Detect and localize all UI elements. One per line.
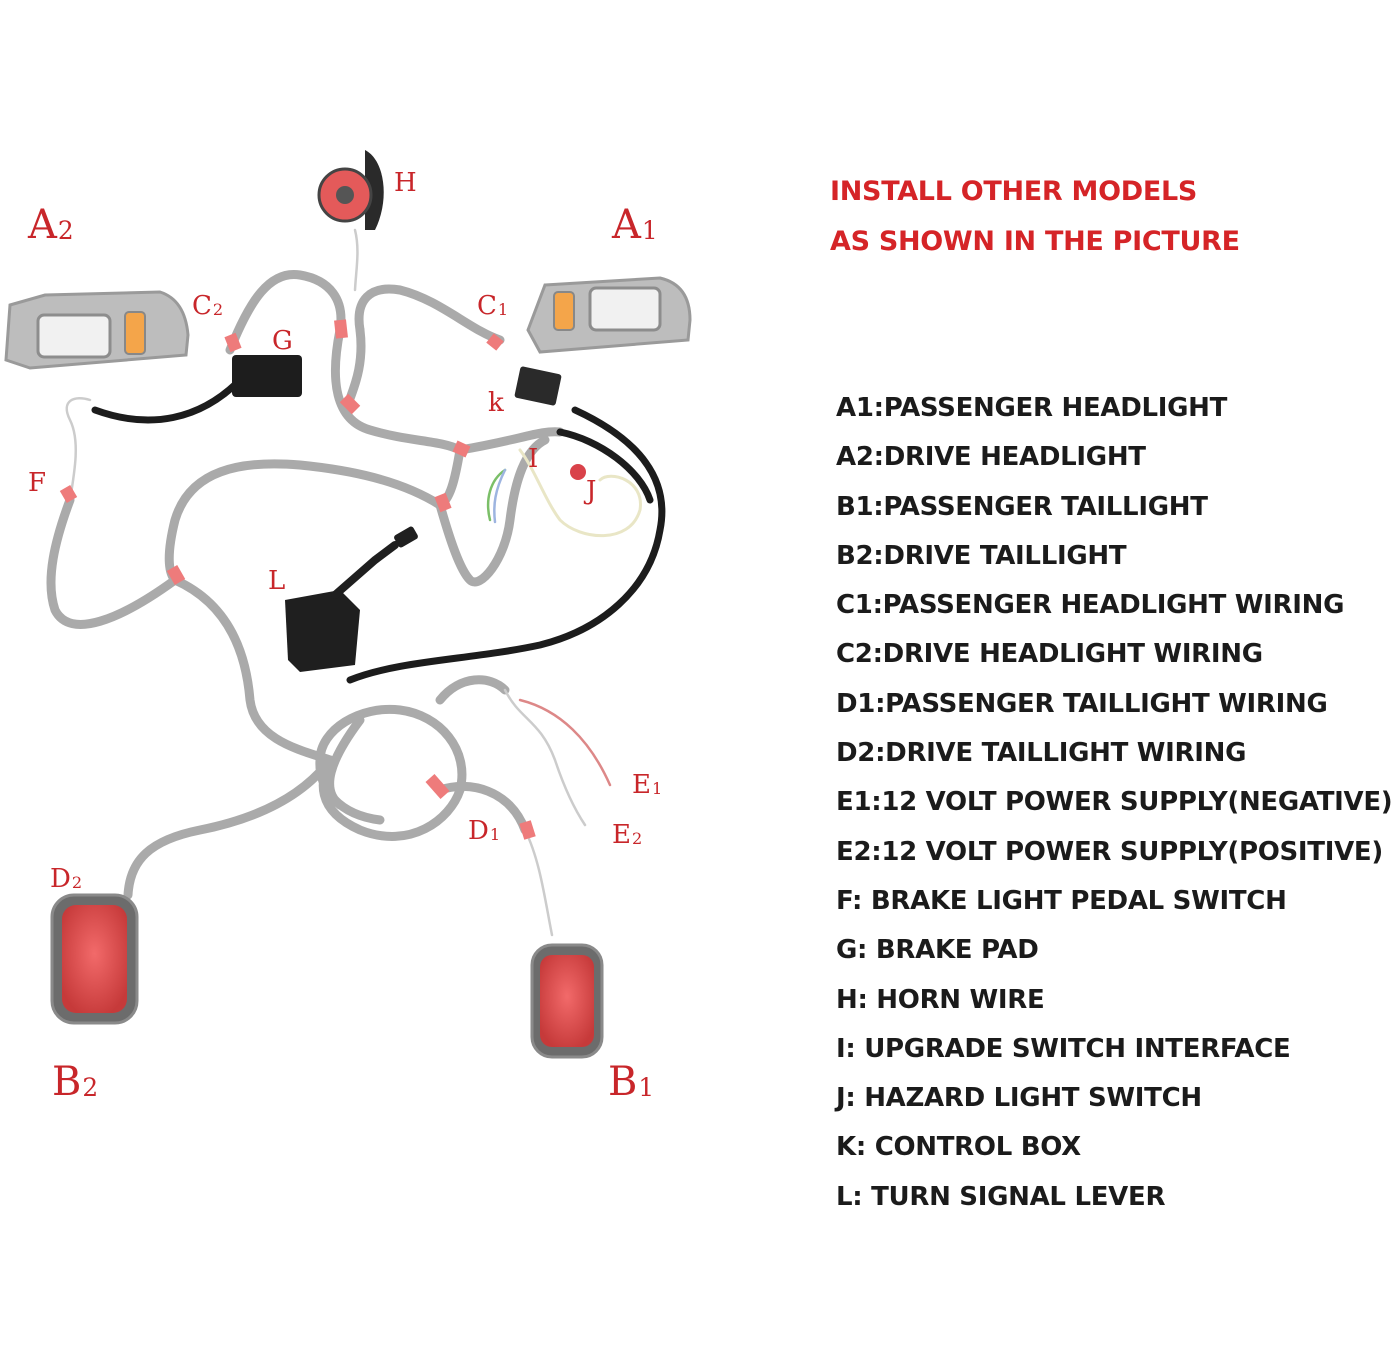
- legend-item-i: I: UPGRADE SWITCH INTERFACE: [836, 1033, 1291, 1064]
- legend-item-b1: B1:PASSENGER TAILLIGHT: [836, 491, 1208, 522]
- taillight-b1: [530, 943, 604, 1059]
- legend-item-l: L: TURN SIGNAL LEVER: [836, 1181, 1166, 1212]
- legend-item-f: F: BRAKE LIGHT PEDAL SWITCH: [836, 885, 1287, 916]
- horn-h: [317, 150, 384, 230]
- taillight-b2: [50, 893, 139, 1025]
- label-g: G: [272, 326, 293, 356]
- install-note-line-2: AS SHOWN IN THE PICTURE: [830, 226, 1240, 257]
- harness-sleeves: [59, 319, 536, 840]
- legend-list: A1:PASSENGER HEADLIGHT A2:DRIVE HEADLIGH…: [836, 390, 1392, 1228]
- label-c1: C1: [477, 291, 509, 321]
- brake-pad-g: [232, 355, 302, 397]
- thin-wires: [65, 228, 642, 937]
- legend-item-b2: B2:DRIVE TAILLIGHT: [836, 540, 1127, 571]
- control-box-k: [514, 366, 562, 406]
- label-i: I: [528, 444, 539, 474]
- legend-item-d2: D2:DRIVE TAILLIGHT WIRING: [836, 738, 1247, 769]
- legend-item-k: K: CONTROL BOX: [836, 1132, 1081, 1163]
- label-c2: C2: [192, 291, 224, 321]
- headlight-a1: [526, 276, 692, 354]
- label-e1: E1: [632, 770, 663, 800]
- label-a1: A1: [612, 202, 658, 248]
- label-a2: A2: [28, 202, 74, 248]
- label-h: H: [394, 168, 417, 198]
- label-d2: D2: [50, 864, 83, 894]
- label-k: k: [488, 388, 504, 418]
- legend-item-c1: C1:PASSENGER HEADLIGHT WIRING: [836, 590, 1345, 621]
- legend-item-d1: D1:PASSENGER TAILLIGHT WIRING: [836, 688, 1328, 719]
- wiring-diagram: [4, 150, 692, 1059]
- black-cables: [91, 376, 666, 684]
- legend-item-a2: A2:DRIVE HEADLIGHT: [836, 442, 1146, 473]
- install-note-line-1: INSTALL OTHER MODELS: [830, 176, 1198, 207]
- label-f: F: [28, 468, 47, 498]
- legend-item-j: J: HAZARD LIGHT SWITCH: [836, 1083, 1202, 1114]
- legend-item-g: G: BRAKE PAD: [836, 935, 1039, 966]
- label-l: L: [268, 566, 286, 596]
- harness-wires: [46, 270, 565, 900]
- hazard-switch-j: [570, 464, 586, 480]
- legend-item-a1: A1:PASSENGER HEADLIGHT: [836, 393, 1228, 423]
- label-j: J: [586, 476, 597, 506]
- legend-item-e1: E1:12 VOLT POWER SUPPLY(NEGATIVE): [836, 787, 1392, 818]
- turn-signal-lever-l: [285, 526, 418, 672]
- legend-item-h: H: HORN WIRE: [836, 984, 1045, 1015]
- headlight-a2: [4, 290, 190, 370]
- legend-item-e2: E2:12 VOLT POWER SUPPLY(POSITIVE): [836, 836, 1383, 867]
- label-b1: B1: [608, 1059, 655, 1105]
- legend-item-c2: C2:DRIVE HEADLIGHT WIRING: [836, 639, 1263, 670]
- label-d1: D1: [468, 816, 501, 846]
- label-b2: B2: [52, 1059, 99, 1105]
- label-e2: E2: [612, 820, 643, 850]
